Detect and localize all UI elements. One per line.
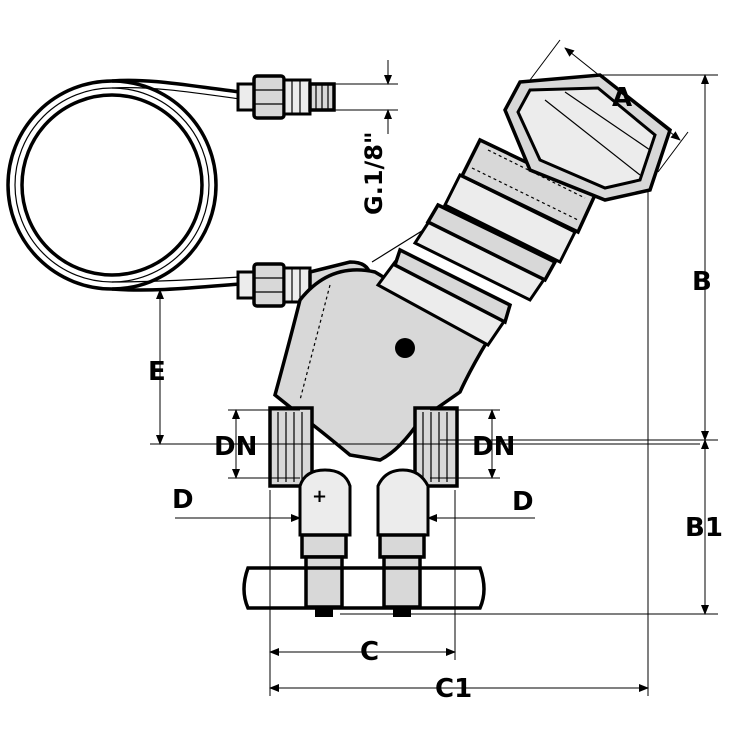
label-b: B [692, 267, 712, 297]
label-dn-left: DN [214, 432, 257, 462]
label-dn-right: DN [472, 432, 515, 462]
upper-measuring-nipple [236, 74, 336, 120]
dimension-b [600, 74, 718, 441]
label-a: A [612, 83, 632, 113]
label-e: E [148, 357, 166, 387]
left-port [268, 406, 314, 488]
label-d-right: D [512, 487, 534, 517]
right-port [413, 406, 459, 488]
svg-text:+: + [312, 486, 327, 507]
dimension-a [529, 39, 689, 173]
dimension-c1 [269, 190, 649, 696]
label-d-left: D [172, 485, 194, 515]
label-c: C [360, 637, 379, 667]
dimension-c [269, 490, 456, 696]
label-thread: G.1/8" [360, 132, 388, 215]
bonnet [412, 137, 598, 302]
label-b1: B1 [685, 513, 723, 543]
valve-body [273, 119, 601, 462]
dimension-dn-left [228, 409, 300, 479]
capillary-coil [6, 78, 241, 292]
dimension-dn-right [430, 409, 500, 479]
dimension-e [150, 289, 700, 445]
label-c1: C1 [435, 674, 472, 704]
dimension-b1 [340, 439, 718, 615]
dimension-thread [330, 60, 398, 134]
drain-legs: + [242, 468, 486, 617]
